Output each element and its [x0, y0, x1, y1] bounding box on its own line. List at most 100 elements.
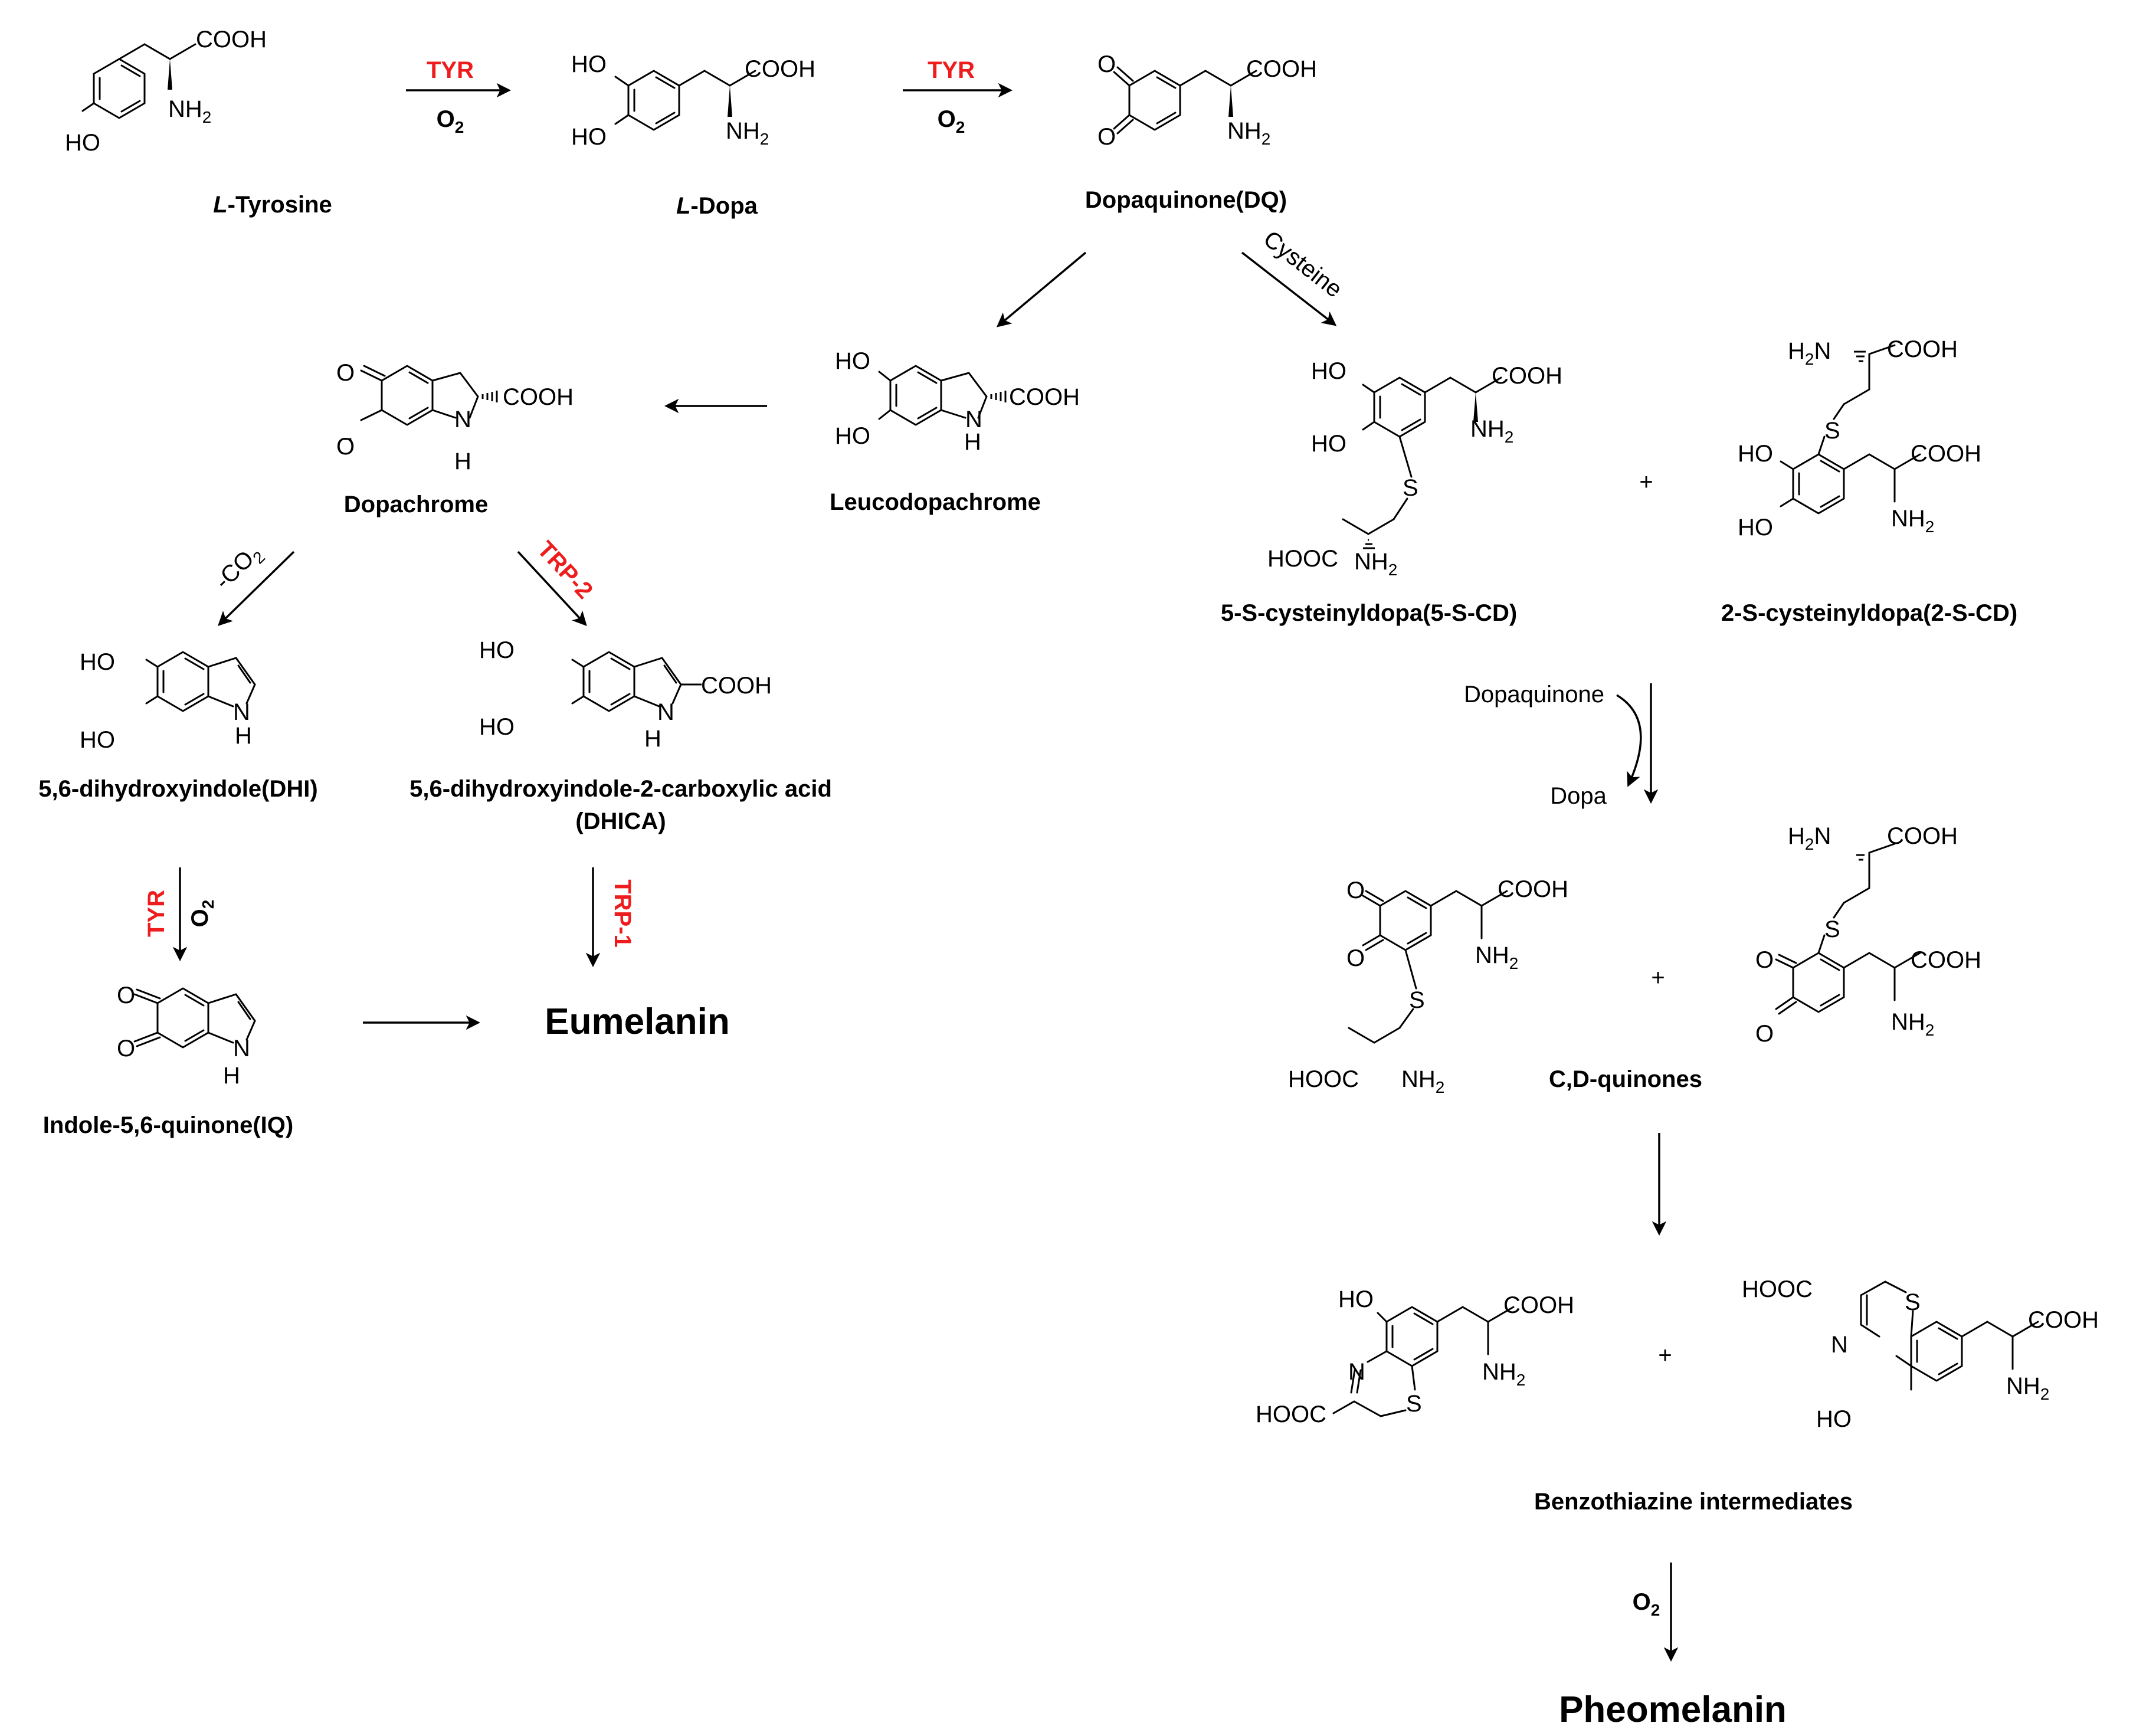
plus-sign-1: +: [1639, 469, 1653, 495]
bt-left-hooc-label: HOOC: [1256, 1401, 1326, 1427]
cysteinyldopaquinone-2s-structure: H2N COOH S O O COOH NH2: [1755, 823, 1981, 1047]
dopaquinone-nh2-label: NH2: [1227, 118, 1270, 148]
cd2-label: 2-S-cysteinyldopa(2-S-CD): [1721, 600, 2017, 626]
dopa-structure: HO HO COOH NH2: [571, 51, 815, 150]
iq-o-label-2: O: [117, 1036, 135, 1062]
dopaquinone-label: Dopaquinone(DQ): [1085, 187, 1287, 213]
cd-quinones-label: C,D-quinones: [1549, 1066, 1702, 1092]
bt-right-ho-label: HO: [1816, 1406, 1852, 1432]
dopachrome-h-label: H: [454, 448, 471, 474]
leucodopachrome-ho-label-1: HO: [835, 348, 870, 374]
cd2-cooh-label-2: COOH: [1911, 441, 1981, 467]
cd2-nh2-label: NH2: [1891, 506, 1934, 536]
cd2-h2n-label: H2N: [1788, 338, 1831, 368]
tyrosine-nh2-label: NH2: [168, 96, 211, 126]
trp1-enzyme-label: TRP-1: [610, 879, 635, 948]
co2-label: -CO2: [210, 539, 268, 597]
tyr-enzyme-label-3: TYR: [143, 890, 169, 937]
dopachrome-structure: O O COOH N H: [336, 360, 574, 474]
cdq2-o-label-2: O: [1755, 1021, 1774, 1047]
tyrosine-cooh-label: COOH: [196, 27, 267, 53]
cd2-ho-label-2: HO: [1738, 515, 1773, 541]
dopaquinone-o-label-1: O: [1097, 51, 1116, 77]
dopachrome-cooh-label: COOH: [503, 384, 574, 410]
tyrosine-label: L-Tyrosine: [213, 192, 332, 218]
dhi-structure: HO HO N H: [80, 649, 256, 753]
cd5-nh2-label: NH2: [1470, 416, 1513, 446]
cd5-label: 5-S-cysteinyldopa(5-S-CD): [1221, 600, 1517, 626]
iq-label: Indole-5,6-quinone(IQ): [43, 1112, 293, 1138]
leucodopachrome-ho-label-2: HO: [835, 423, 870, 449]
bt-right-cooh-label: COOH: [2028, 1307, 2099, 1333]
bt-left-cooh-label: COOH: [1503, 1292, 1574, 1318]
dhica-ho-label-1: HO: [479, 637, 515, 663]
trp2-enzyme-label: TRP-2: [532, 536, 598, 604]
dopa-ho-label-2: HO: [571, 124, 607, 150]
cd2-s-label: S: [1824, 418, 1840, 444]
dhica-h-label: H: [644, 726, 661, 752]
cdq2-cooh-label-2: COOH: [1911, 947, 1981, 973]
dq-to-leucodopachrome-arrow: [996, 251, 1087, 327]
dopa-reagent-label: Dopa: [1550, 783, 1607, 809]
dopachrome-to-dhi-arrow: [218, 551, 295, 626]
cd5-cooh-label: COOH: [1492, 363, 1562, 389]
dopachrome-o-label-2: O: [336, 434, 355, 460]
benzothiazine-label: Benzothiazine intermediates: [1534, 1489, 1853, 1515]
dhi-label: 5,6-dihydroxyindole(DHI): [38, 776, 317, 802]
o2-label-2: O2: [938, 106, 965, 136]
dopa-nh2-label: NH2: [726, 118, 769, 148]
bt-left-nh2-label: NH2: [1482, 1359, 1525, 1389]
dopachrome-to-dhica-arrow: [517, 551, 587, 626]
cdq5-o-label-1: O: [1346, 877, 1365, 903]
cd5-hooc-label: HOOC: [1267, 546, 1338, 572]
cdq5-o-label-2: O: [1346, 945, 1365, 971]
dhi-ho-label-1: HO: [80, 649, 115, 675]
cdq5-cooh-label: COOH: [1498, 876, 1568, 902]
bt-right-s-label: S: [1905, 1289, 1921, 1315]
cdq5-hooc-label: HOOC: [1288, 1066, 1359, 1092]
dhica-label-line2: (DHICA): [575, 808, 666, 834]
cdq5-nh2-label: NH2: [1475, 942, 1518, 972]
cdq5-s-label: S: [1409, 987, 1425, 1013]
cd5-ho-label-1: HO: [1311, 358, 1346, 384]
tyrosine-structure: HO COOH NH2: [65, 27, 267, 156]
benzothiazine-left-structure: HO COOH NH2 N S HOOC: [1256, 1286, 1574, 1427]
dopa-label: L-Dopa: [676, 193, 758, 219]
dhica-cooh-label: COOH: [701, 673, 772, 699]
dhica-label-line1: 5,6-dihydroxyindole-2-carboxylic acid: [409, 776, 832, 802]
o2-label-1: O2: [437, 106, 464, 136]
iq-o-label-1: O: [117, 982, 135, 1008]
dopachrome-label: Dopachrome: [344, 492, 489, 517]
cysteinyldopaquinone-5s-structure: O O COOH NH2 S HOOC NH2: [1288, 876, 1568, 1096]
dopaquinone-structure: O O COOH NH2: [1097, 51, 1317, 150]
dhi-n-label: N: [233, 699, 250, 725]
benzothiazine-right-structure: HOOC S N COOH NH2 HO: [1742, 1276, 2099, 1432]
cdq2-o-label-1: O: [1755, 947, 1774, 973]
iq-n-label: N: [233, 1036, 250, 1062]
dopachrome-n-label: N: [454, 407, 471, 433]
cd2-cooh-label-1: COOH: [1887, 336, 1958, 362]
tyrosine-ho-label: HO: [65, 130, 100, 156]
leucodopachrome-cooh-label: COOH: [1009, 384, 1080, 410]
bt-left-ho-label: HO: [1338, 1286, 1374, 1312]
cd2-ho-label-1: HO: [1738, 441, 1773, 467]
cdq2-nh2-label: NH2: [1891, 1009, 1934, 1039]
bt-right-n-label: N: [1831, 1332, 1848, 1358]
dhi-ho-label-2: HO: [80, 727, 115, 753]
dhica-structure: HO HO COOH N H: [479, 637, 772, 752]
leucodopachrome-h-label: H: [964, 429, 981, 455]
eumelanin-label: Eumelanin: [545, 1001, 730, 1042]
cd5-nh2-label-2: NH2: [1354, 549, 1397, 579]
plus-sign-2: +: [1651, 965, 1665, 991]
leucodopachrome-n-label: N: [965, 407, 982, 433]
leucodopachrome-structure: HO HO COOH N H: [835, 348, 1080, 455]
dopaquinone-reagent-label: Dopaquinone: [1464, 682, 1604, 707]
bt-right-hooc-label: HOOC: [1742, 1276, 1813, 1302]
iq-structure: O O N H: [117, 982, 256, 1089]
dopaquinone-o-label-2: O: [1097, 124, 1116, 150]
bt-left-n-label: N: [1348, 1359, 1365, 1385]
leucodopachrome-label: Leucodopachrome: [830, 489, 1041, 515]
cysteinyldopa-5s-structure: HO HO COOH NH2 S HOOC NH2: [1267, 358, 1562, 579]
cd5-s-label: S: [1403, 475, 1418, 501]
